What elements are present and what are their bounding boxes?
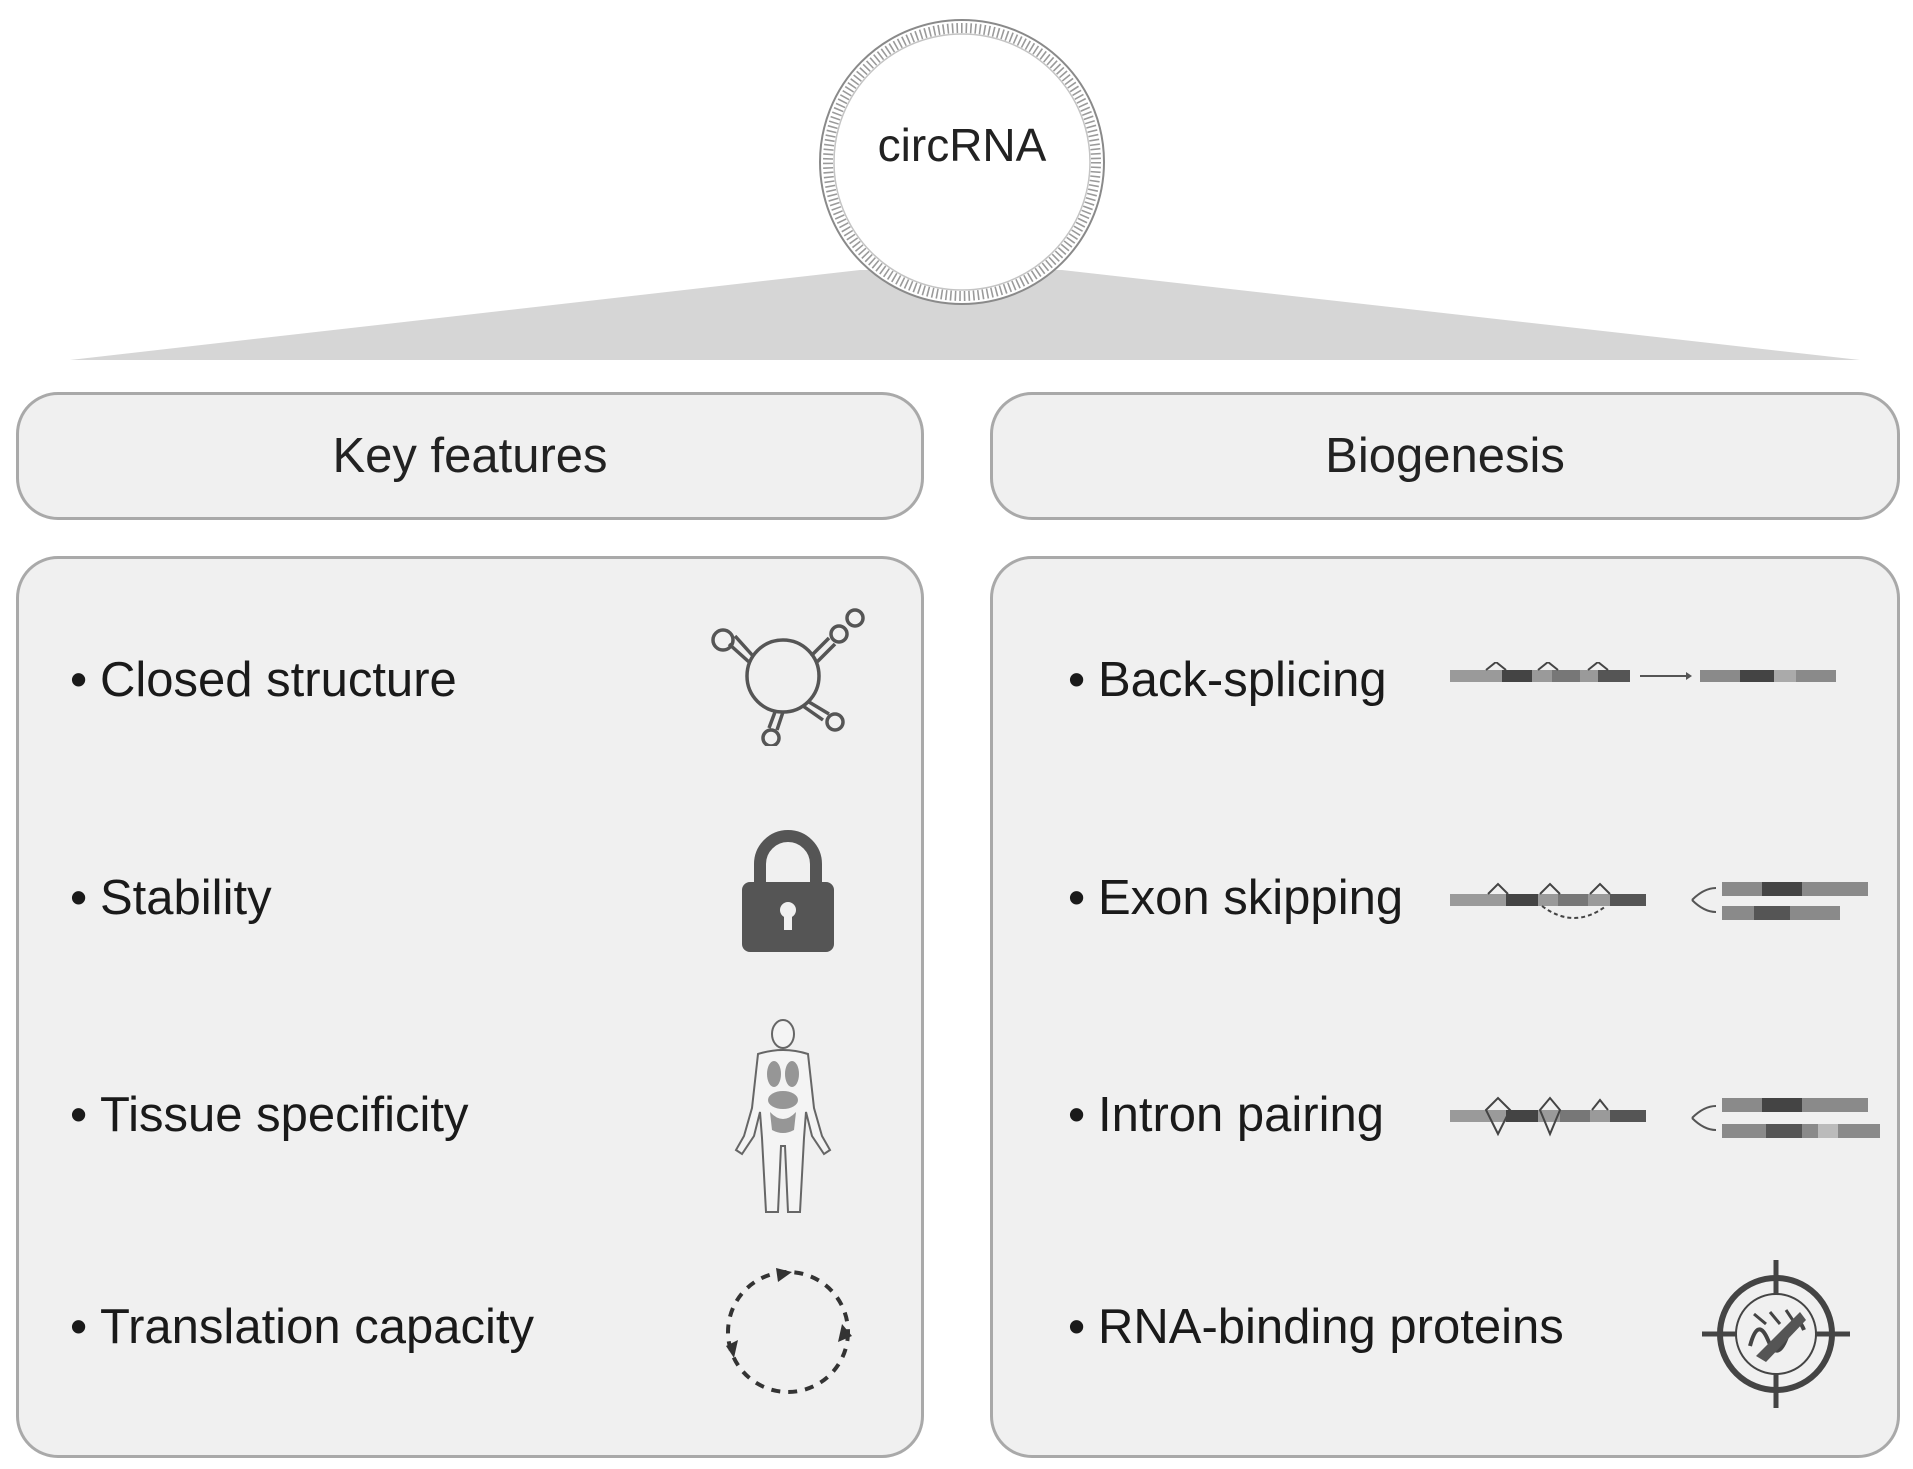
biogenesis-label: RNA-binding proteins [1098,1300,1564,1354]
biogenesis-item: •Exon skipping [1068,871,1404,925]
feature-item: •Closed structure [70,653,457,707]
biogenesis-header: Biogenesis [990,392,1900,520]
hub-label: circRNA [877,119,1047,171]
hub-circle-ticks [823,23,1101,301]
feature-label: Closed structure [100,653,457,707]
fan-triangle [70,270,1860,360]
human-body-icon [734,1019,832,1213]
biogenesis-item: •Back-splicing [1068,653,1387,707]
feature-item: •Tissue specificity [70,1088,469,1142]
feature-label: Translation capacity [100,1300,534,1354]
biogenesis-title: Biogenesis [1325,429,1565,483]
circular-rna-structure-icon [711,608,865,746]
biogenesis-label: Exon skipping [1098,871,1404,925]
feature-label: Tissue specificity [100,1088,469,1142]
key-features-title: Key features [332,429,608,483]
biogenesis-panel [990,556,1900,1458]
hub-circle [819,19,1105,305]
back-splicing-icon [1450,662,1836,682]
rna-binding-protein-icon [1702,1260,1850,1408]
biogenesis-item: •Intron pairing [1068,1088,1385,1142]
feature-label: Stability [100,871,272,925]
biogenesis-label: Intron pairing [1098,1088,1385,1142]
padlock-icon [742,830,834,952]
biogenesis-item: •RNA-binding proteins [1068,1300,1564,1354]
biogenesis-label: Back-splicing [1098,653,1387,707]
key-features-panel [16,556,924,1458]
feature-item: •Translation capacity [70,1300,534,1354]
exon-skipping-icon [1450,882,1868,920]
feature-item: •Stability [70,871,272,925]
key-features-header: Key features [16,392,924,520]
dashed-circular-arrows-icon [726,1268,852,1394]
intron-pairing-icon [1450,1096,1880,1138]
